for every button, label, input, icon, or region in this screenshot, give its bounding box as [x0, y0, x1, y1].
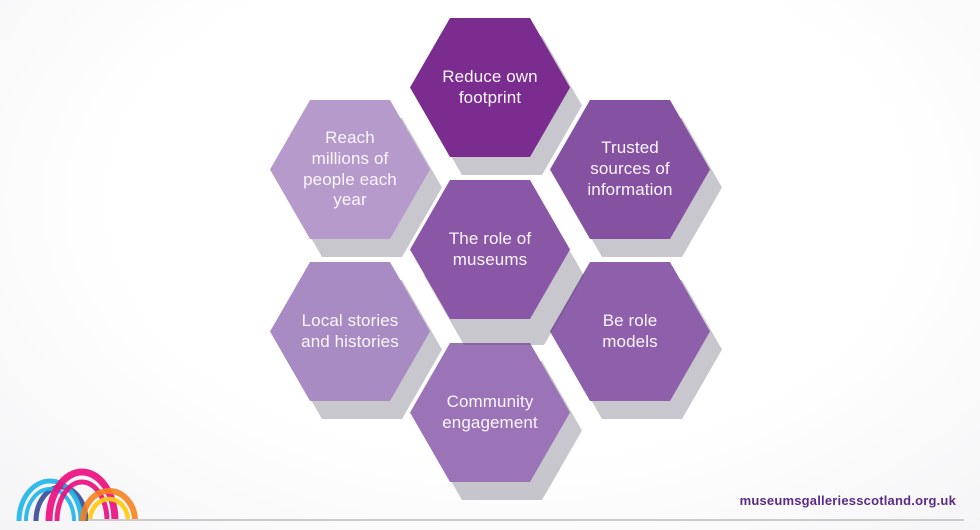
hexagon-label: Community engagement: [442, 391, 538, 432]
hexagon-be-role-models: Be role models: [550, 262, 722, 419]
hexagon-label: Reduce own footprint: [442, 66, 538, 107]
hexagon-label: The role of museums: [448, 228, 532, 269]
hexagon-shape: [550, 100, 710, 239]
hexagon-label: Local stories and histories: [301, 310, 399, 351]
hexagon-reach-millions-of-people-each-year: Reach millions of people each year: [270, 100, 442, 257]
hexagon-the-role-of-museums: The role of museums: [410, 180, 584, 345]
hexagon-community-engagement: Community engagement: [410, 343, 582, 500]
footer-divider-line: [88, 519, 964, 521]
website-url: museumsgalleriesscotland.org.uk: [739, 493, 956, 508]
hexagon-local-stories-and-histories: Local stories and histories: [270, 262, 442, 419]
hexagon-label: Be role models: [602, 310, 658, 351]
hexagon-reduce-own-footprint: Reduce own footprint: [410, 18, 582, 175]
hexagon-trusted-sources-of-information: Trusted sources of information: [550, 100, 722, 257]
rainbow-arches-icon: [16, 468, 138, 522]
museums-galleries-scotland-logo: [16, 468, 138, 522]
hexagon-label: Trusted sources of information: [587, 138, 673, 199]
hexagon-label: Reach millions of people each year: [303, 128, 397, 210]
hexagon-shape: [550, 262, 710, 401]
